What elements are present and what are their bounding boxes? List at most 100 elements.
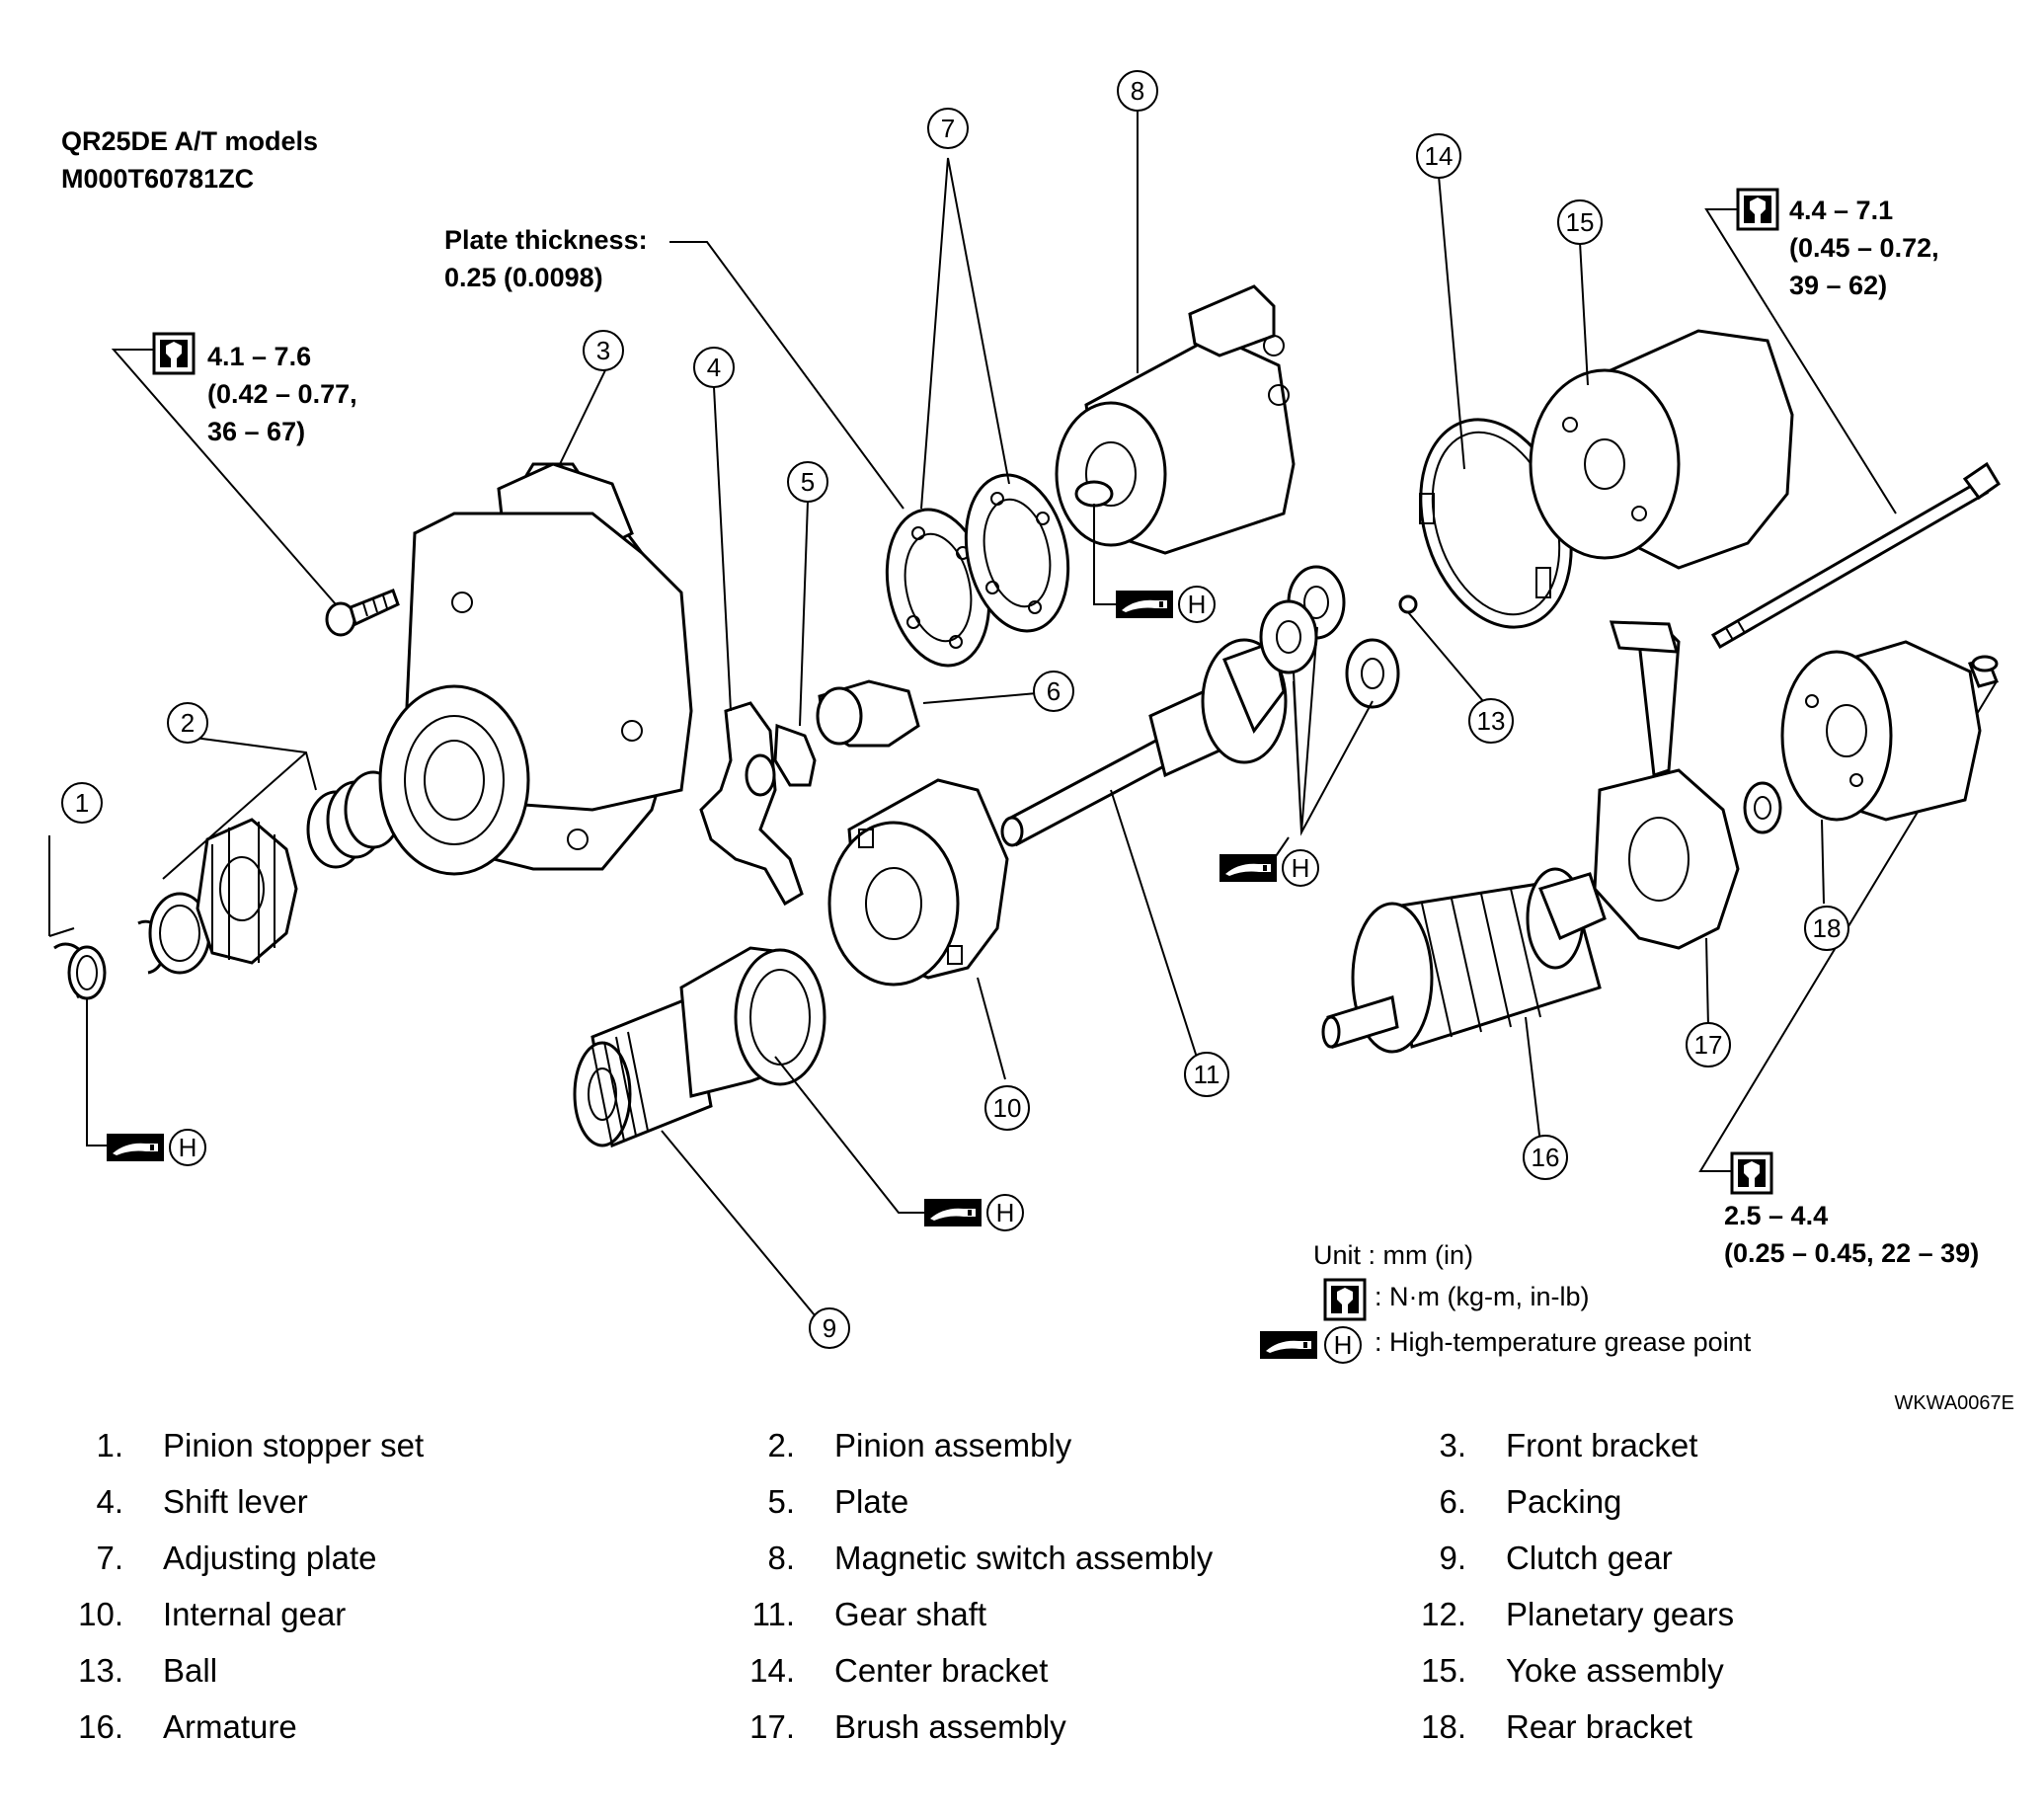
parts-list-item: 14.Center bracket — [749, 1652, 1049, 1689]
callout-13: 13 — [1468, 698, 1514, 744]
torque-front-line1: 4.1 – 7.6 — [207, 342, 311, 371]
leader-13 — [1407, 611, 1484, 702]
parts-list-item: 17.Brush assembly — [749, 1708, 1066, 1745]
gear-shaft — [1000, 638, 1288, 847]
plate-thickness-value: 0.25 (0.0098) — [444, 263, 603, 292]
torque-icon — [1323, 1278, 1367, 1321]
svg-text:14: 14 — [1425, 141, 1454, 171]
armature — [1321, 867, 1607, 1054]
leader-4 — [713, 386, 732, 712]
svg-text:4: 4 — [707, 353, 721, 382]
callout-8: 8 — [1117, 70, 1158, 112]
svg-text:H: H — [1292, 853, 1310, 883]
bearing — [1743, 781, 1782, 834]
torque-through-leader — [1704, 208, 1897, 514]
parts-list-item: 5.Plate — [767, 1483, 909, 1520]
grease-point-marker: H — [107, 1129, 206, 1166]
svg-text:15: 15 — [1566, 207, 1595, 237]
model-title: QR25DE A/T models — [61, 126, 318, 156]
torque-rear-line1: 2.5 – 4.4 — [1724, 1201, 1828, 1230]
leader-10 — [977, 977, 1006, 1080]
parts-list-item: 2.Pinion assembly — [767, 1427, 1072, 1463]
packing — [816, 679, 920, 748]
planetary-gear — [1345, 638, 1400, 709]
shift-lever — [699, 701, 804, 907]
leader-6 — [922, 692, 1038, 704]
yoke-assembly — [1529, 329, 1794, 570]
parts-list-item: 1.Pinion stopper set — [96, 1427, 425, 1463]
svg-text:17: 17 — [1694, 1030, 1723, 1060]
parts-list-item: 13.Ball — [78, 1652, 218, 1689]
leader-3 — [559, 369, 606, 465]
leader-2b — [179, 735, 317, 791]
leader-17 — [1705, 937, 1709, 1028]
pinion-assembly — [137, 770, 403, 975]
callout-14: 14 — [1416, 133, 1461, 179]
callout-4: 4 — [693, 347, 735, 388]
parts-list-item: 3.Front bracket — [1439, 1427, 1698, 1463]
callout-15: 15 — [1557, 199, 1603, 245]
parts-list-item: 16.Armature — [78, 1708, 297, 1745]
leader-7 — [920, 157, 1010, 510]
svg-text:9: 9 — [823, 1313, 836, 1343]
leader-11 — [1110, 789, 1201, 1067]
torque-icon — [152, 332, 196, 375]
torque-front-line2: (0.42 – 0.77, — [207, 379, 357, 409]
parts-list-item: 11.Gear shaft — [751, 1596, 987, 1632]
magnetic-switch-assembly — [1055, 284, 1296, 555]
torque-icon — [1730, 1151, 1773, 1195]
callout-1: 1 — [61, 782, 103, 824]
leader-9 — [661, 1130, 821, 1322]
pinion-stopper-set — [53, 942, 107, 1000]
svg-text:13: 13 — [1477, 706, 1506, 736]
grease-leader-8 — [1093, 504, 1116, 605]
leader-5 — [799, 501, 809, 727]
torque-icon — [1736, 188, 1779, 231]
leader-1b — [48, 927, 75, 937]
svg-text:1: 1 — [75, 788, 89, 818]
grease-point-marker: H — [924, 1194, 1024, 1231]
parts-list-item: 4.Shift lever — [96, 1483, 308, 1520]
torque-rear-line2: (0.25 – 0.45, 22 – 39) — [1724, 1238, 1979, 1268]
svg-text:16: 16 — [1532, 1143, 1560, 1172]
adjusting-plate — [885, 508, 991, 668]
plate-thickness-label: Plate thickness: — [444, 225, 648, 255]
brush-assembly — [1593, 620, 1740, 950]
svg-text:3: 3 — [596, 336, 610, 365]
torque-through-line2: (0.45 – 0.72, — [1789, 233, 1939, 263]
svg-text:7: 7 — [941, 114, 955, 143]
unit-note: Unit : mm (in) — [1313, 1240, 1473, 1270]
svg-text:11: 11 — [1194, 1060, 1220, 1089]
svg-text:H: H — [1188, 590, 1207, 619]
svg-text:H: H — [1334, 1330, 1353, 1360]
grease-key-icon: H — [1260, 1326, 1362, 1364]
torque-unit-note: : N·m (kg-m, in-lb) — [1375, 1282, 1590, 1311]
leader-15 — [1579, 241, 1589, 386]
model-code: M000T60781ZC — [61, 164, 254, 194]
callout-7: 7 — [927, 108, 969, 149]
leader-18 — [1821, 819, 1825, 905]
leader-14 — [1438, 175, 1465, 470]
parts-list-item: 8.Magnetic switch assembly — [767, 1540, 1214, 1576]
leader-12 — [1293, 626, 1374, 836]
torque-through-line3: 39 – 62) — [1789, 271, 1887, 300]
svg-text:2: 2 — [181, 708, 195, 738]
adjusting-plate — [964, 473, 1070, 633]
parts-list-item: 9.Clutch gear — [1439, 1540, 1673, 1576]
parts-list-item: 7.Adjusting plate — [96, 1540, 377, 1576]
front-bracket — [378, 462, 693, 876]
leader-16 — [1525, 1016, 1541, 1145]
callout-6: 6 — [1033, 671, 1074, 712]
svg-text:H: H — [996, 1198, 1015, 1227]
callout-18: 18 — [1804, 906, 1849, 951]
rear-bracket — [1780, 640, 1982, 822]
parts-list-item: 15.Yoke assembly — [1421, 1652, 1724, 1689]
plate-thickness-leader — [669, 241, 904, 510]
internal-gear — [827, 778, 1009, 987]
parts-list-item: 12.Planetary gears — [1421, 1596, 1735, 1632]
callout-10: 10 — [984, 1085, 1030, 1131]
callout-5: 5 — [787, 461, 828, 503]
torque-rear-leader — [1698, 680, 1998, 1172]
grease-point-marker: H — [1219, 849, 1319, 887]
